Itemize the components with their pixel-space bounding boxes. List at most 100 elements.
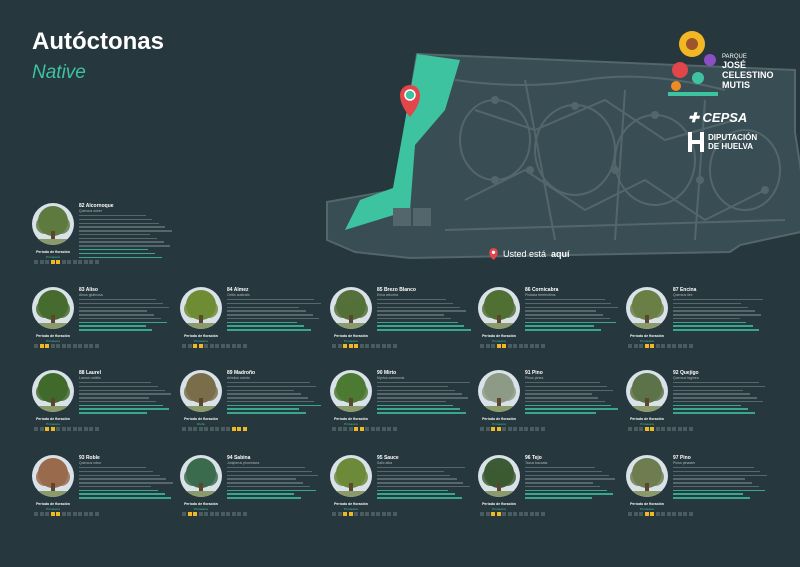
description-text: [673, 467, 768, 501]
description-text: [227, 382, 322, 416]
month-indicator: [359, 344, 364, 348]
flowering-months: [628, 427, 693, 431]
month-indicator: [370, 344, 375, 348]
month-indicator: [672, 344, 676, 348]
flowering-months: [480, 427, 545, 431]
park-map[interactable]: [325, 40, 800, 280]
species-name: 88 Laurel: [79, 370, 101, 376]
flowering-season: Primavera: [46, 507, 60, 511]
month-indicator: [187, 344, 192, 348]
description-text: [525, 467, 620, 501]
tree-photo: [180, 455, 222, 497]
month-indicator: [529, 512, 534, 516]
month-indicator: [683, 427, 687, 431]
park-logo: PARQUE JOSÉ CELESTINO MUTIS: [668, 31, 774, 96]
month-indicator: [540, 344, 545, 348]
month-indicator: [332, 427, 336, 431]
description-text: [377, 382, 472, 416]
species-name: 93 Roble: [79, 455, 100, 461]
month-indicator: [182, 512, 186, 516]
flowering-label: Período de floración: [184, 502, 218, 506]
month-indicator: [655, 512, 660, 516]
flowering-season: Primavera: [492, 422, 506, 426]
month-indicator: [45, 427, 49, 431]
tree-photo: [32, 370, 74, 412]
sponsor-logos: PARQUE JOSÉ CELESTINO MUTIS ✚ CEPSA DIPU…: [668, 28, 788, 158]
month-indicator: [387, 427, 391, 431]
month-indicator: [94, 344, 99, 348]
description-text: [227, 299, 322, 333]
tree-photo: [180, 370, 222, 412]
month-indicator: [628, 344, 632, 348]
flowering-label: Período de floración: [184, 334, 218, 338]
month-indicator: [348, 427, 353, 431]
month-indicator: [381, 344, 386, 348]
month-indicator: [677, 427, 682, 431]
month-indicator: [491, 512, 495, 516]
month-indicator: [209, 512, 214, 516]
description-text: [79, 382, 174, 416]
month-indicator: [644, 512, 649, 516]
species-name: 91 Pino: [525, 370, 543, 376]
flowering-season: Primavera: [46, 422, 60, 426]
flowering-months: [480, 512, 545, 516]
month-indicator: [348, 512, 353, 516]
scientific-name: Celtis australis: [227, 293, 250, 297]
scientific-name: Quercus faginea: [673, 376, 699, 380]
flowering-label: Período de floración: [36, 250, 70, 254]
description-text: [673, 299, 768, 333]
flowering-season: Primavera: [194, 507, 208, 511]
flowering-months: [34, 427, 99, 431]
month-indicator: [231, 344, 236, 348]
month-indicator: [485, 344, 490, 348]
month-indicator: [94, 512, 99, 516]
month-indicator: [365, 344, 369, 348]
flowering-season: Primavera: [344, 339, 358, 343]
species-name: 84 Almez: [227, 287, 249, 293]
tree-photo: [478, 287, 520, 329]
month-indicator: [370, 512, 375, 516]
scientific-name: Myrtus communis: [377, 376, 405, 380]
month-indicator: [661, 344, 665, 348]
species-name: 94 Sabina: [227, 455, 251, 461]
species-name: 97 Pino: [673, 455, 691, 461]
tree-photo: [626, 370, 668, 412]
month-indicator: [34, 512, 38, 516]
month-indicator: [78, 427, 82, 431]
month-indicator: [392, 512, 397, 516]
page-subtitle: Native: [32, 62, 86, 83]
tree-photo: [626, 287, 668, 329]
month-indicator: [376, 344, 380, 348]
species-name: 86 Cornicabra: [525, 287, 559, 293]
month-indicator: [524, 512, 528, 516]
month-indicator: [480, 344, 484, 348]
month-indicator: [89, 427, 93, 431]
month-indicator: [683, 512, 687, 516]
month-indicator: [518, 344, 523, 348]
month-indicator: [661, 512, 665, 516]
month-indicator: [535, 427, 539, 431]
month-indicator: [56, 512, 60, 516]
month-indicator: [365, 427, 369, 431]
month-indicator: [237, 427, 241, 431]
flowering-months: [332, 427, 397, 431]
month-indicator: [655, 344, 660, 348]
month-indicator: [78, 512, 82, 516]
flowering-label: Período de floración: [482, 502, 516, 506]
